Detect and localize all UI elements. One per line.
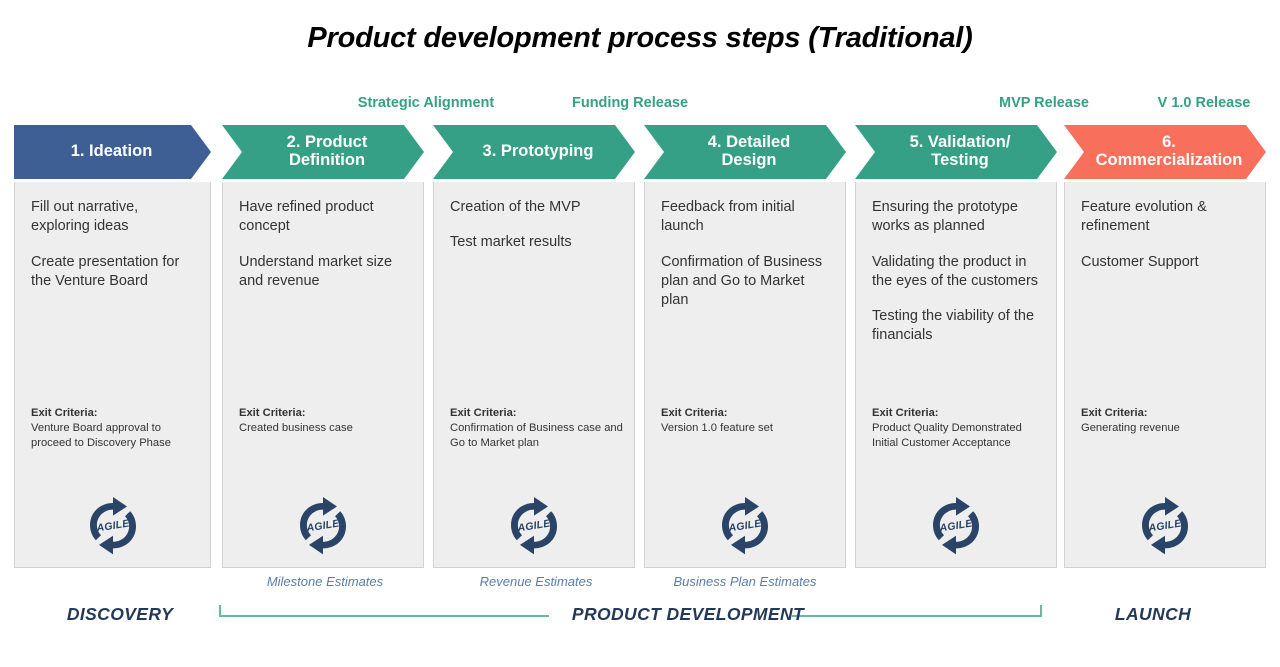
exit-criteria-block: Exit Criteria: Venture Board approval to … (31, 406, 200, 451)
body-paragraph: Testing the viability of the financials (872, 308, 1035, 344)
estimate-caption: Milestone Estimates (266, 574, 384, 589)
body-paragraph: Confirmation of Business plan and Go to … (661, 253, 823, 309)
header-line: Definition (288, 151, 366, 169)
process-step-header-3[interactable]: 3. Prototyping (433, 125, 635, 179)
agile-cycle-icon: AGILE (292, 497, 354, 555)
phase-bracket (792, 605, 1042, 617)
estimate-caption: Revenue Estimates (479, 574, 593, 589)
body-paragraph: Customer Support (1081, 253, 1199, 270)
milestone-label: MVP Release (998, 95, 1089, 111)
exit-criteria-text: Venture Board approval to proceed to Dis… (31, 421, 171, 449)
header-line: 3. Prototyping (482, 142, 594, 161)
process-step-header-5[interactable]: 5. Validation/Testing (855, 125, 1057, 179)
header-line: 2. Product (286, 133, 368, 152)
exit-criteria-block: Exit Criteria: Created business case (239, 406, 413, 436)
agile-cycle-icon: AGILE (925, 497, 987, 555)
process-step-header-label: 6.Commercialization (1096, 134, 1243, 170)
header-line: 6. (1162, 133, 1176, 152)
header-line: Commercialization (1095, 151, 1243, 169)
process-step-header-6[interactable]: 6.Commercialization (1064, 125, 1266, 179)
phase-bracket (219, 605, 549, 617)
exit-criteria-text: Generating revenue (1081, 421, 1180, 434)
exit-criteria-block: Exit Criteria: Generating revenue (1081, 406, 1255, 436)
process-step-header-label: 5. Validation/Testing (910, 134, 1011, 170)
phase-label: DISCOVERY (66, 604, 174, 624)
process-step-header-1[interactable]: 1. Ideation (14, 125, 211, 179)
exit-criteria-label: Exit Criteria: (31, 407, 98, 419)
header-line: Testing (931, 151, 989, 169)
body-paragraph: Have refined product concept (239, 199, 374, 235)
exit-criteria-text: Confirmation of Business case and Go to … (450, 421, 623, 449)
header-line: 1. Ideation (70, 142, 153, 161)
exit-criteria-label: Exit Criteria: (239, 407, 306, 419)
agile-cycle-icon: AGILE (714, 497, 776, 555)
process-step-header-label: 1. Ideation (71, 143, 153, 161)
exit-criteria-label: Exit Criteria: (450, 407, 517, 419)
agile-cycle-icon: AGILE (1134, 497, 1196, 555)
milestone-label: V 1.0 Release (1157, 95, 1251, 111)
body-paragraph: Understand market size and revenue (239, 253, 393, 289)
header-line: Design (721, 151, 777, 169)
exit-criteria-block: Exit Criteria: Confirmation of Business c… (450, 406, 624, 451)
body-paragraph: Ensuring the prototype works as planned (872, 199, 1018, 235)
phase-label: LAUNCH (1114, 604, 1192, 624)
exit-criteria-block: Exit Criteria: Version 1.0 feature set (661, 406, 835, 436)
body-paragraph: Feature evolution & refinement (1081, 199, 1207, 235)
body-paragraph: Create presentation for the Venture Boar… (31, 253, 180, 289)
body-paragraph: Fill out narrative, exploring ideas (31, 199, 139, 235)
body-paragraph: Test market results (450, 234, 572, 251)
body-paragraph: Feedback from initial launch (661, 199, 795, 235)
milestone-label: Strategic Alignment (357, 95, 495, 111)
exit-criteria-text: Product Quality Demonstrated Initial Cus… (872, 421, 1022, 449)
milestone-label: Funding Release (571, 95, 689, 111)
body-paragraph: Creation of the MVP (450, 199, 581, 215)
exit-criteria-text: Version 1.0 feature set (661, 421, 773, 434)
exit-criteria-label: Exit Criteria: (872, 407, 939, 419)
agile-cycle-icon: AGILE (503, 497, 565, 555)
exit-criteria-text: Created business case (239, 421, 353, 434)
estimate-caption: Business Plan Estimates (673, 574, 817, 589)
header-line: 5. Validation/ (909, 133, 1011, 152)
page-title: Product development process steps (Tradi… (307, 22, 973, 54)
exit-criteria-block: Exit Criteria: Product Quality Demonstrat… (872, 406, 1046, 451)
agile-cycle-icon: AGILE (82, 497, 144, 555)
process-step-body: Creation of the MVP Test market results (450, 198, 622, 253)
exit-criteria-label: Exit Criteria: (661, 407, 728, 419)
header-line: 4. Detailed (707, 133, 791, 152)
phase-label: PRODUCT DEVELOPMENT (571, 604, 805, 624)
process-step-header-label: 3. Prototyping (483, 143, 594, 161)
body-paragraph: Validating the product in the eyes of th… (872, 253, 1039, 289)
exit-criteria-label: Exit Criteria: (1081, 407, 1148, 419)
